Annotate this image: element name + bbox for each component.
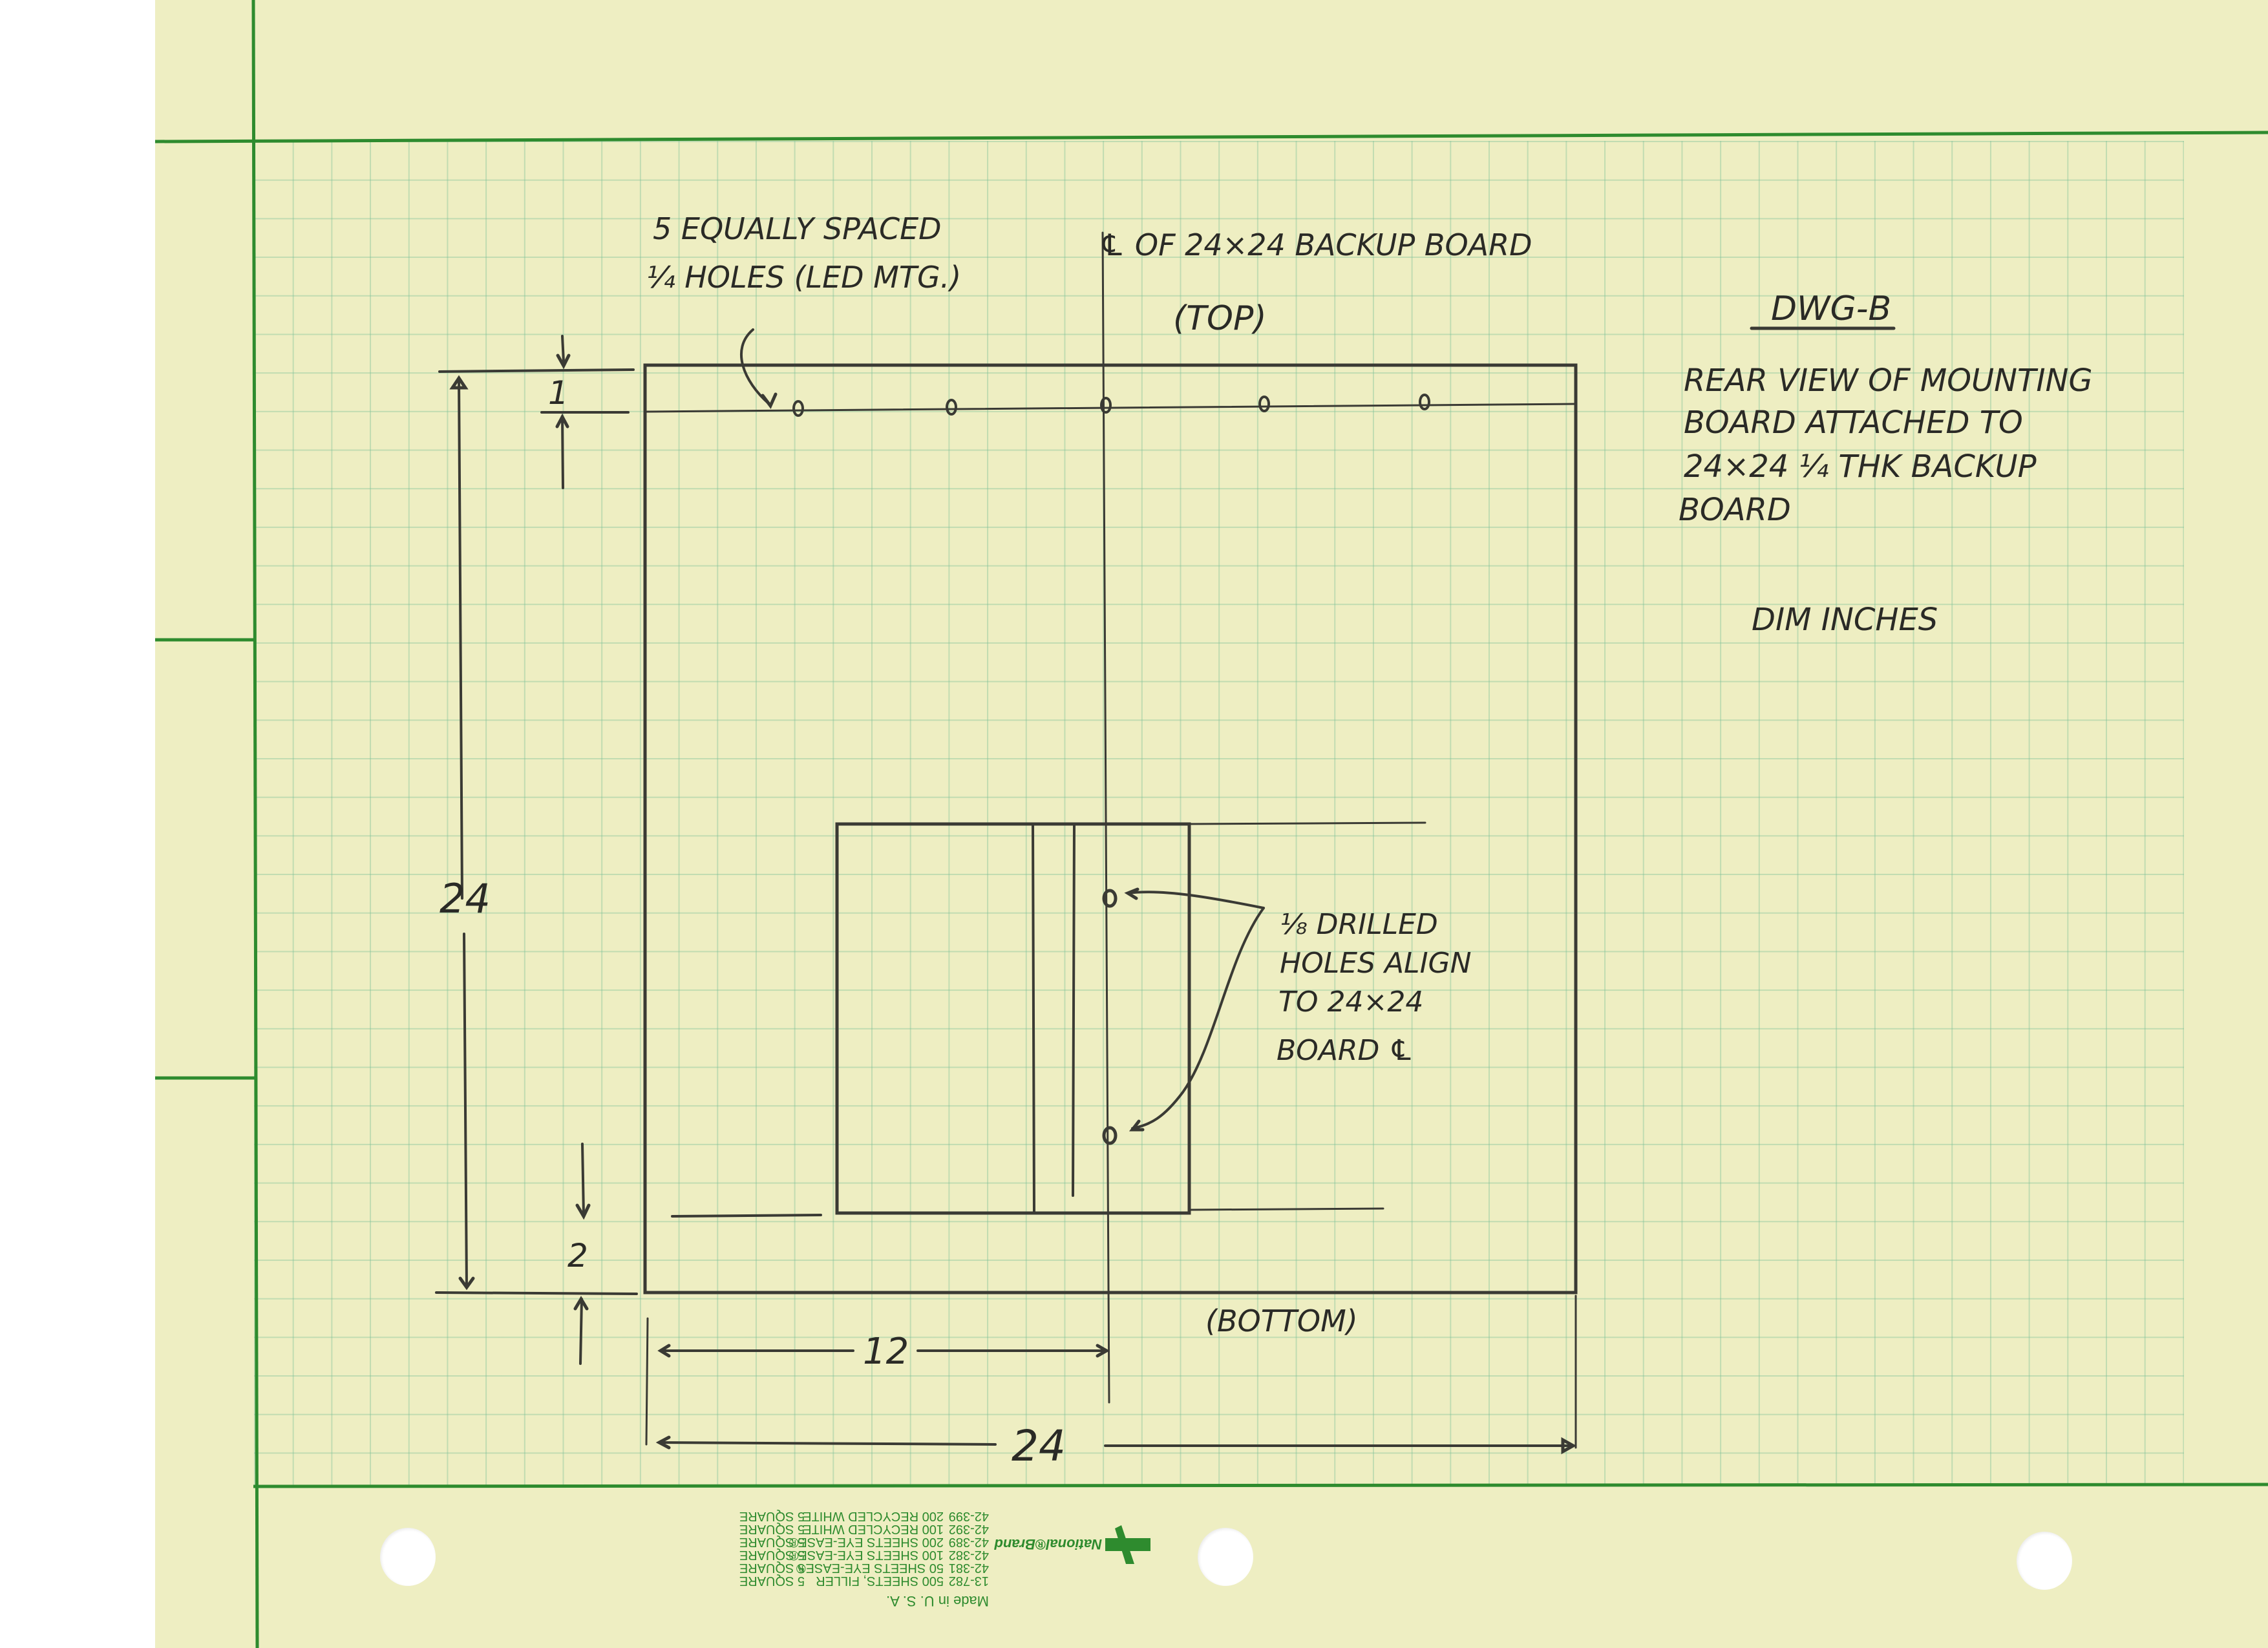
- led-holes: [792, 394, 1430, 417]
- brand-name: National®Brand: [994, 1536, 1102, 1552]
- product-desc-4: 200 SHEETS EYE-EASE®: [789, 1535, 944, 1549]
- width-arrow-right: [1561, 1437, 1577, 1455]
- half-width-dimension: 12: [863, 1331, 909, 1373]
- product-code-1: 13-782: [949, 1574, 989, 1588]
- paper-manufacturer-label: Made in U. S. A. 13-782 500 SHEETS, FILL…: [739, 1509, 1150, 1609]
- description-line-4: BOARD: [1679, 492, 1791, 528]
- product-code-4: 42-389: [949, 1535, 989, 1549]
- drilled-hole-2: [1102, 1126, 1118, 1145]
- product-desc-2: 50 SHEETS EYE-EASE®: [796, 1561, 944, 1575]
- led-holes-note-line-1: 5 EQUALLY SPACED: [653, 211, 942, 246]
- pencil-drawing: [435, 231, 1896, 1455]
- width-dim-left: [658, 1441, 997, 1446]
- top-offset-dimension: 1: [548, 374, 569, 412]
- bottom-offset-arrow-up: [573, 1296, 589, 1311]
- product-code-2: 42-381: [949, 1561, 989, 1575]
- product-code-5: 42-392: [949, 1522, 989, 1536]
- top-offset-arrow-down-shaft: [561, 335, 565, 363]
- product-ruling-2: 5 SQUARE: [739, 1561, 805, 1575]
- bottom-offset-dimension: 2: [567, 1237, 588, 1274]
- drilled-hole-arrowhead-2: [1129, 1119, 1145, 1132]
- half-width-arrow-right: [1096, 1344, 1110, 1358]
- drilled-note-line-1: ⅛ DRILLED: [1280, 908, 1438, 941]
- height-dimension: 24: [440, 875, 491, 922]
- description-line-3: 24×24 ¼ THK BACKUP: [1684, 449, 2037, 485]
- product-desc-5: 100 RECYCLED WHITE: [803, 1522, 944, 1536]
- punch-hole-left: [380, 1528, 436, 1586]
- drilled-note-line-2: HOLES ALIGN: [1280, 947, 1472, 980]
- product-code-6: 42-399: [949, 1509, 989, 1523]
- units-note: DIM INCHES: [1752, 602, 1938, 638]
- product-desc-1: 500 SHEETS, FILLER: [816, 1574, 944, 1588]
- height-dim-line-top: [458, 377, 463, 900]
- led-hole-2: [946, 399, 957, 416]
- national-brand-logo: National®Brand: [994, 1525, 1150, 1564]
- product-list: 13-782 500 SHEETS, FILLER 5 SQUARE 42-38…: [739, 1509, 989, 1588]
- drilled-hole-1: [1102, 889, 1118, 908]
- mounting-board-divider-2: [1072, 824, 1076, 1197]
- product-desc-3: 100 SHEETS EYE-EASE®: [789, 1548, 944, 1562]
- width-dimension: 24: [1012, 1421, 1066, 1471]
- bottom-extension-line: [435, 1291, 638, 1295]
- led-hole-3: [1100, 397, 1112, 414]
- led-hole-5: [1419, 394, 1430, 410]
- top-offset-arrow-up: [555, 413, 569, 428]
- description-line-1: REAR VIEW OF MOUNTING: [1684, 363, 2093, 399]
- mounting-board-outline: [835, 822, 1191, 1215]
- mounting-top-extension: [1188, 821, 1426, 825]
- punch-hole-center: [1198, 1528, 1253, 1586]
- product-ruling-1: 5 SQUARE: [739, 1574, 805, 1588]
- product-ruling-6: 5 SQUARE: [739, 1509, 805, 1523]
- top-extension-line: [438, 368, 635, 373]
- drilled-hole-leader-1: [1127, 891, 1265, 909]
- product-code-3: 42-382: [949, 1548, 989, 1562]
- drilled-hole-arrowhead-1: [1124, 887, 1139, 900]
- bottom-offset-extension: [671, 1214, 822, 1218]
- height-arrow-down: [458, 1276, 475, 1291]
- top-offset-arrow-up-shaft: [561, 416, 564, 489]
- led-holes-arrowhead: [761, 392, 778, 409]
- product-ruling-5: 5 SQUARE: [739, 1522, 805, 1536]
- width-arrow-left: [655, 1435, 671, 1450]
- board-centerline: [1101, 231, 1110, 1404]
- bottom-offset-arrow-down-shaft: [581, 1143, 585, 1216]
- bottom-label: (BOTTOM): [1205, 1304, 1358, 1338]
- description-line-2: BOARD ATTACHED TO: [1684, 405, 2023, 441]
- led-holes-leader: [740, 328, 770, 405]
- punch-hole-right: [2017, 1532, 2072, 1590]
- product-desc-6: 200 RECYCLED WHITE: [803, 1509, 944, 1523]
- drilled-hole-leader-2: [1131, 907, 1265, 1130]
- centerline-label: ℄ OF 24×24 BACKUP BOARD: [1099, 227, 1532, 262]
- backup-board-outline: [643, 363, 1578, 1294]
- margin-lines: [154, 0, 2268, 1648]
- top-margin-line: [154, 131, 2268, 143]
- bottom-offset-arrow-down: [575, 1203, 591, 1220]
- product-ruling-3: 5 SQUARE: [739, 1548, 805, 1562]
- half-width-arrow-left: [657, 1344, 671, 1358]
- led-holes-note-line-2: ¼ HOLES (LED MTG.): [646, 260, 961, 295]
- led-hole-4: [1258, 396, 1270, 412]
- drawing-title: DWG-B: [1771, 290, 1891, 328]
- left-extension-line: [645, 1317, 649, 1446]
- mounting-bottom-extension: [1188, 1207, 1384, 1211]
- handwritten-labels: 5 EQUALLY SPACED ¼ HOLES (LED MTG.) ℄ OF…: [440, 211, 2093, 1471]
- drilled-note-line-4: BOARD ℄: [1277, 1034, 1414, 1067]
- brand-logo-cross-icon: [1115, 1525, 1134, 1564]
- top-offset-arrow-down: [556, 354, 571, 370]
- height-arrow-up: [449, 375, 469, 390]
- left-margin-line: [251, 0, 259, 1648]
- mounting-board-divider-1: [1032, 823, 1035, 1214]
- height-dim-line-bottom: [463, 933, 468, 1287]
- bottom-margin-line: [253, 1483, 2268, 1488]
- made-in-label: Made in U. S. A.: [886, 1593, 989, 1609]
- product-ruling-4: 5 SQUARE: [739, 1535, 805, 1549]
- top-label: (TOP): [1173, 299, 1267, 338]
- bottom-offset-arrow-up-shaft: [579, 1298, 583, 1365]
- drilled-note-line-3: TO 24×24: [1278, 986, 1423, 1019]
- led-hole-1: [792, 400, 804, 417]
